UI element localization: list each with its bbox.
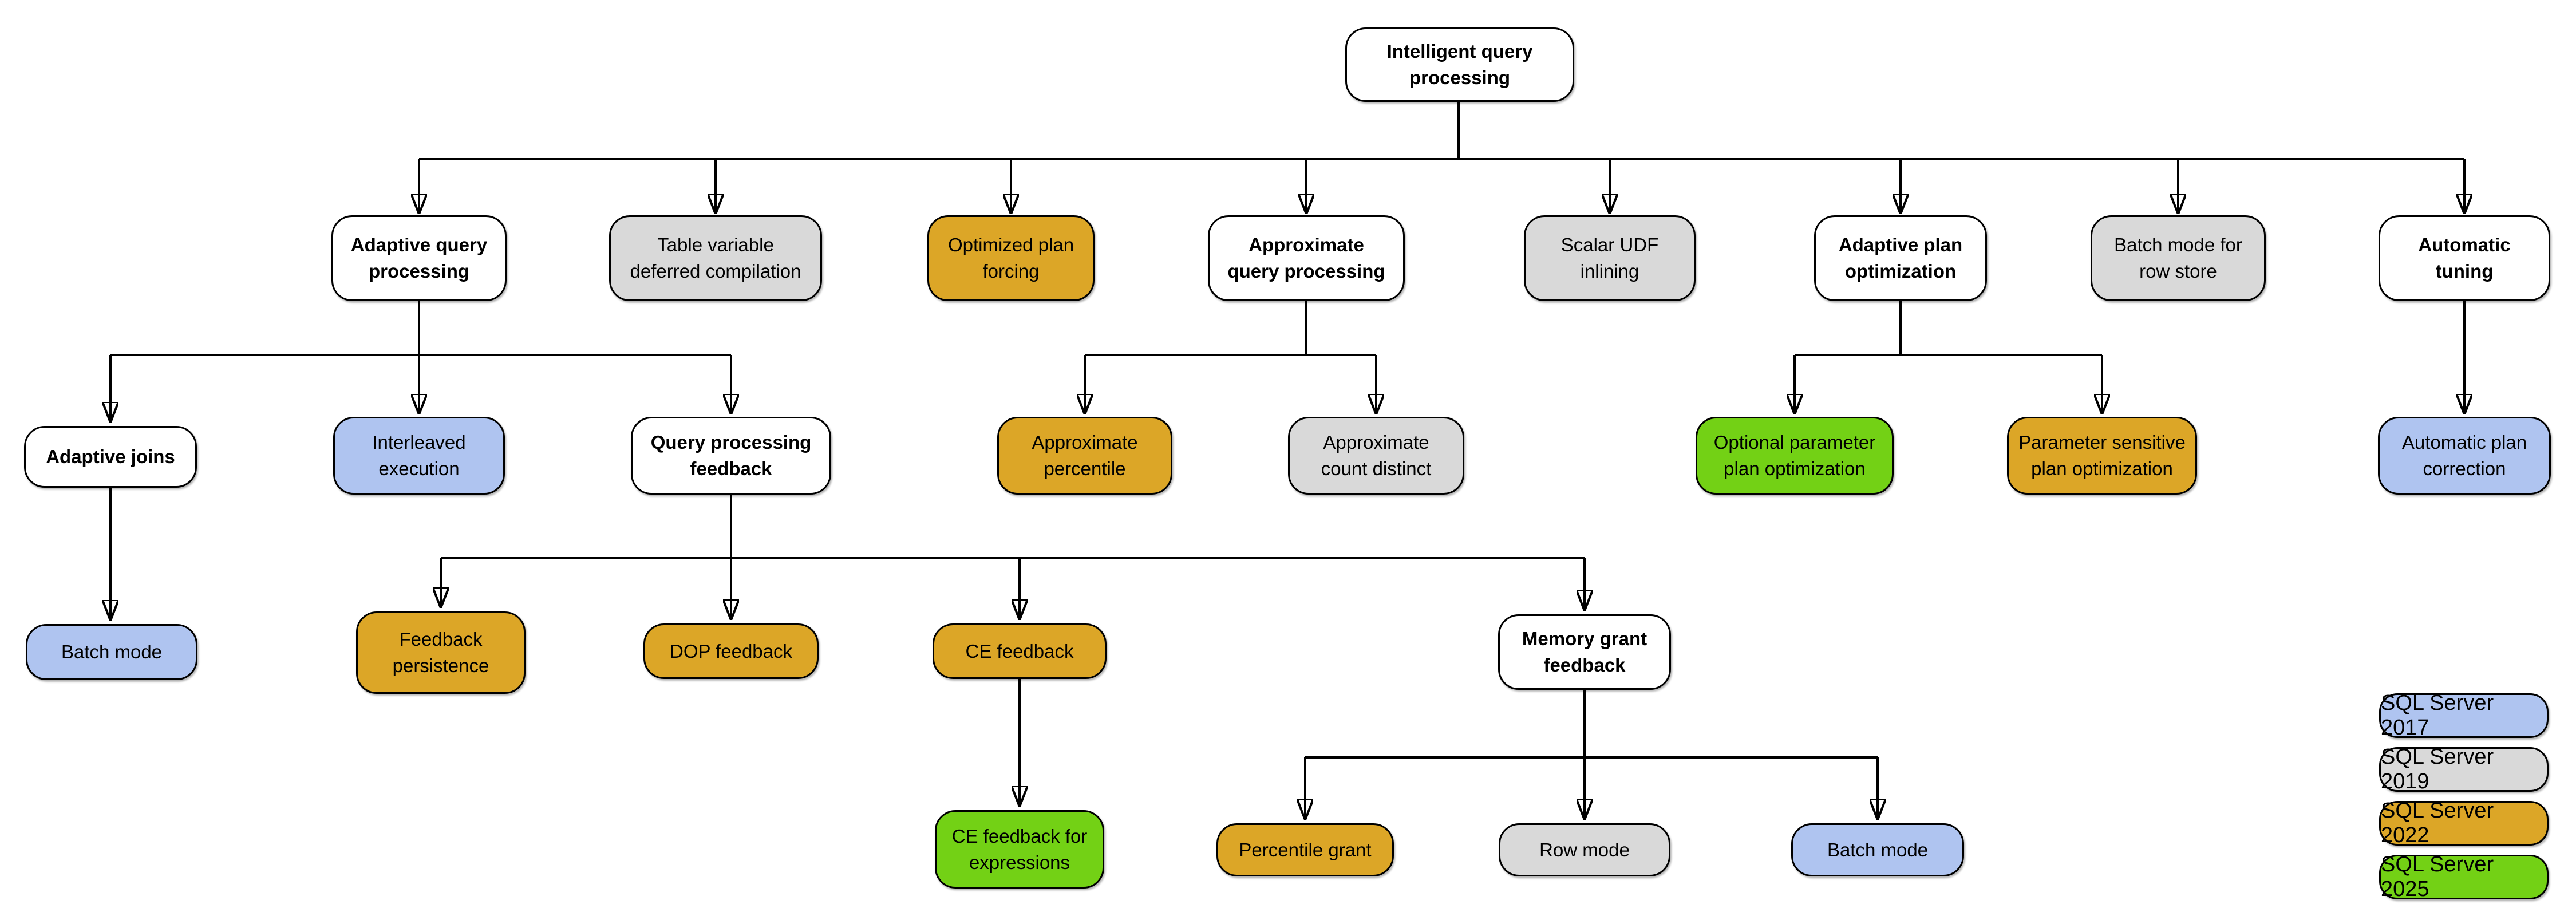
- version-legend: SQL Server 2017 SQL Server 2019 SQL Serv…: [2379, 691, 2549, 901]
- node-batch-mode-adaptive-joins: Batch mode: [26, 624, 197, 680]
- node-query-processing-feedback: Query processing feedback: [631, 417, 831, 495]
- node-row-mode: Row mode: [1499, 823, 1670, 876]
- node-ce-feedback-for-expressions: CE feedback for expressions: [935, 810, 1104, 889]
- legend-sql-server-2019: SQL Server 2019: [2379, 745, 2549, 793]
- node-feedback-persistence: Feedback persistence: [356, 611, 526, 694]
- node-batch-mode-for-row-store: Batch mode for row store: [2091, 215, 2266, 301]
- node-adaptive-plan-optimization: Adaptive plan optimization: [1814, 215, 1987, 301]
- node-automatic-plan-correction: Automatic plan correction: [2378, 417, 2551, 495]
- node-optional-parameter-plan-optimization: Optional parameter plan optimization: [1696, 417, 1894, 495]
- node-parameter-sensitive-plan-optimization: Parameter sensitive plan optimization: [2007, 417, 2197, 495]
- node-automatic-tuning: Automatic tuning: [2379, 215, 2550, 301]
- legend-sql-server-2017: SQL Server 2017: [2379, 691, 2549, 740]
- node-dop-feedback: DOP feedback: [643, 623, 819, 679]
- legend-sql-server-2025: SQL Server 2025: [2379, 852, 2549, 901]
- node-interleaved-execution: Interleaved execution: [333, 417, 505, 495]
- node-table-variable-deferred-compilation: Table variable deferred compilation: [609, 215, 822, 301]
- node-scalar-udf-inlining: Scalar UDF inlining: [1524, 215, 1696, 301]
- node-approximate-query-processing: Approximate query processing: [1208, 215, 1405, 301]
- node-percentile-grant: Percentile grant: [1216, 823, 1394, 876]
- node-ce-feedback: CE feedback: [933, 623, 1107, 679]
- node-adaptive-query-processing: Adaptive query processing: [331, 215, 507, 301]
- node-memory-grant-feedback: Memory grant feedback: [1498, 614, 1671, 690]
- legend-sql-server-2022: SQL Server 2022: [2379, 799, 2549, 847]
- node-approximate-count-distinct: Approximate count distinct: [1288, 417, 1464, 495]
- node-optimized-plan-forcing: Optimized plan forcing: [927, 215, 1095, 301]
- node-adaptive-joins: Adaptive joins: [24, 426, 197, 488]
- node-batch-mode-memory-grant: Batch mode: [1791, 823, 1964, 876]
- node-approximate-percentile: Approximate percentile: [997, 417, 1172, 495]
- node-intelligent-query-processing: Intelligent query processing: [1345, 27, 1574, 102]
